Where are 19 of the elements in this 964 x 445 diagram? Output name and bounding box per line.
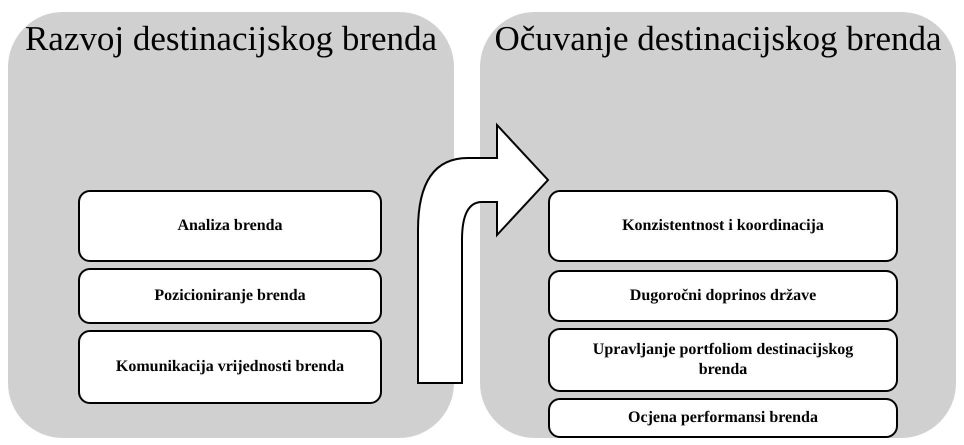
step-label: Komunikacija vrijednosti brenda — [116, 357, 344, 377]
step-box — [548, 270, 898, 322]
panel-title: Očuvanje destinacijskog brenda — [493, 20, 943, 58]
step-box — [78, 268, 382, 324]
step-box — [548, 398, 898, 438]
step-label: Analiza brenda — [177, 216, 283, 236]
group-panel — [8, 12, 454, 438]
group-panel — [480, 12, 956, 438]
step-box — [548, 190, 898, 262]
step-label: Pozicioniranje brenda — [154, 286, 306, 306]
step-box — [78, 190, 382, 262]
curved-block-arrow — [417, 124, 549, 384]
step-box — [78, 330, 382, 404]
step-label: Dugoročni doprinos države — [630, 286, 816, 306]
step-label: Ocjena performansi brenda — [628, 408, 818, 428]
step-box — [548, 328, 898, 392]
step-label: Konzistentnost i koordinacija — [622, 216, 824, 236]
panel-title: Razvoj destinacijskog brenda — [24, 20, 438, 58]
step-label: Upravljanje portfoliom destinacijskog brenda — [592, 340, 854, 380]
